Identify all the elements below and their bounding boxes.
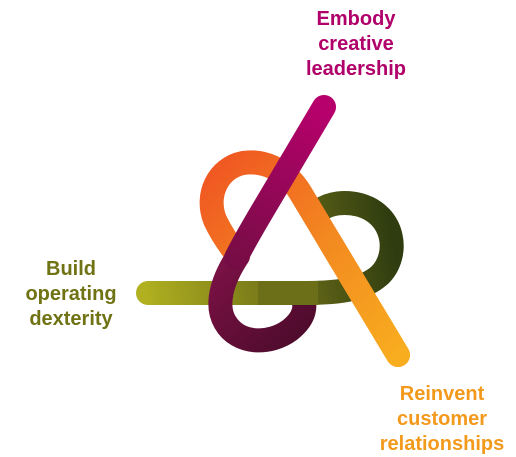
label-line: Build [46,258,96,280]
label-operating-dexterity: Build operating dexterity [16,257,126,332]
strand-lower-loop [208,244,317,353]
label-line: customer [396,408,488,430]
strand-customer-relationships-overpass [318,230,410,367]
label-line: creative [318,33,394,55]
strand-operating-dexterity [136,190,404,305]
label-creative-leadership: Embody creative leadership [296,7,416,82]
strand-creative-leadership [224,95,336,270]
label-line: Embody [316,8,396,30]
label-customer-relationships: Reinvent customer relationships [372,382,512,457]
label-line: dexterity [29,308,113,330]
label-line: Reinvent [399,383,485,405]
label-line: operating [25,283,117,305]
label-line: leadership [305,58,407,80]
label-line: relationships [379,433,505,455]
